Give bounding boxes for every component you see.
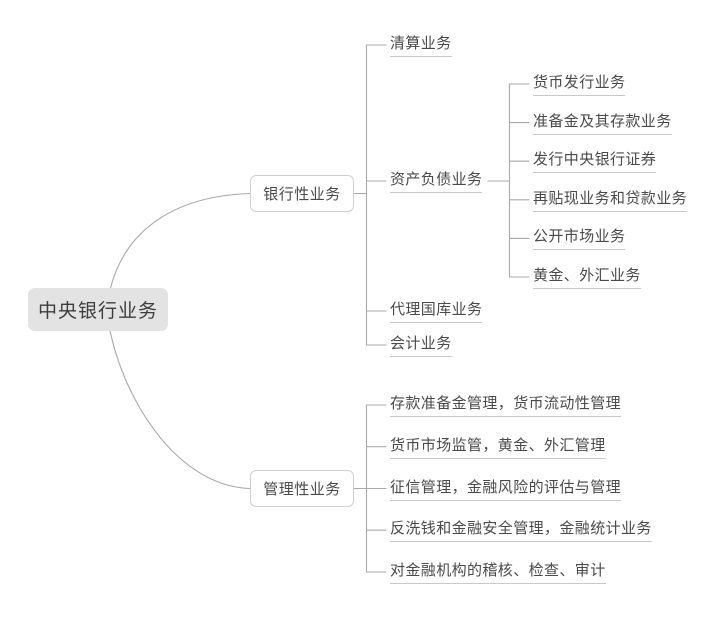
- leaf-node-reserves-deposits[interactable]: 准备金及其存款业务: [533, 112, 672, 135]
- leaf-node-reserves-deposits-label: 准备金及其存款业务: [533, 112, 672, 130]
- leaf-node-clearing[interactable]: 清算业务: [390, 34, 452, 57]
- leaf-node-audit-inspection[interactable]: 对金融机构的稽核、检查、审计: [390, 561, 606, 584]
- leaf-node-assets-liabilities-label: 资产负债业务: [390, 171, 483, 188]
- leaf-node-aml-statistics-label: 反洗钱和金融安全管理，金融统计业务: [390, 520, 652, 538]
- branch-node-administration[interactable]: 管理性业务: [250, 470, 354, 507]
- leaf-node-assets-liabilities[interactable]: 资产负债业务: [390, 170, 483, 193]
- leaf-node-accounting[interactable]: 会计业务: [390, 334, 452, 357]
- leaf-node-credit-risk-label: 征信管理，金融风险的评估与管理: [390, 478, 622, 496]
- branch-node-bank-label: 银行性业务: [263, 186, 341, 203]
- leaf-node-treasury-agency-label: 代理国库业务: [390, 301, 483, 318]
- branch-node-administration-label: 管理性业务: [263, 481, 341, 498]
- leaf-node-money-market-gold-forex-label: 货币市场监管，黄金、外汇管理: [390, 436, 606, 454]
- leaf-node-aml-statistics[interactable]: 反洗钱和金融安全管理，金融统计业务: [390, 519, 652, 543]
- root-node-label: 中央银行业务: [37, 301, 158, 322]
- leaf-node-open-market[interactable]: 公开市场业务: [533, 227, 626, 251]
- leaf-node-gold-forex-label: 黄金、外汇业务: [533, 267, 641, 284]
- leaf-node-clearing-label: 清算业务: [390, 35, 452, 52]
- leaf-node-central-bank-securities[interactable]: 发行中央银行证券: [533, 150, 657, 174]
- leaf-node-currency-issue[interactable]: 货币发行业务: [533, 73, 626, 96]
- branch-node-bank[interactable]: 银行性业务: [250, 175, 354, 212]
- leaf-node-money-market-gold-forex[interactable]: 货币市场监管，黄金、外汇管理: [390, 436, 606, 459]
- leaf-node-rediscount-loans-label: 再贴现业务和贷款业务: [533, 189, 688, 207]
- leaf-node-reserve-liquidity-label: 存款准备金管理，货币流动性管理: [390, 395, 622, 412]
- leaf-node-central-bank-securities-label: 发行中央银行证券: [533, 151, 657, 169]
- leaf-node-reserve-liquidity[interactable]: 存款准备金管理，货币流动性管理: [390, 394, 622, 417]
- leaf-node-accounting-label: 会计业务: [390, 335, 452, 352]
- leaf-node-currency-issue-label: 货币发行业务: [533, 74, 626, 91]
- leaf-node-open-market-label: 公开市场业务: [533, 228, 626, 246]
- leaf-node-gold-forex[interactable]: 黄金、外汇业务: [533, 266, 641, 289]
- leaf-node-treasury-agency[interactable]: 代理国库业务: [390, 300, 483, 323]
- root-node[interactable]: 中央银行业务: [28, 288, 168, 331]
- leaf-node-rediscount-loans[interactable]: 再贴现业务和贷款业务: [533, 189, 688, 212]
- leaf-node-credit-risk[interactable]: 征信管理，金融风险的评估与管理: [390, 478, 622, 501]
- leaf-node-audit-inspection-label: 对金融机构的稽核、检查、审计: [390, 562, 606, 579]
